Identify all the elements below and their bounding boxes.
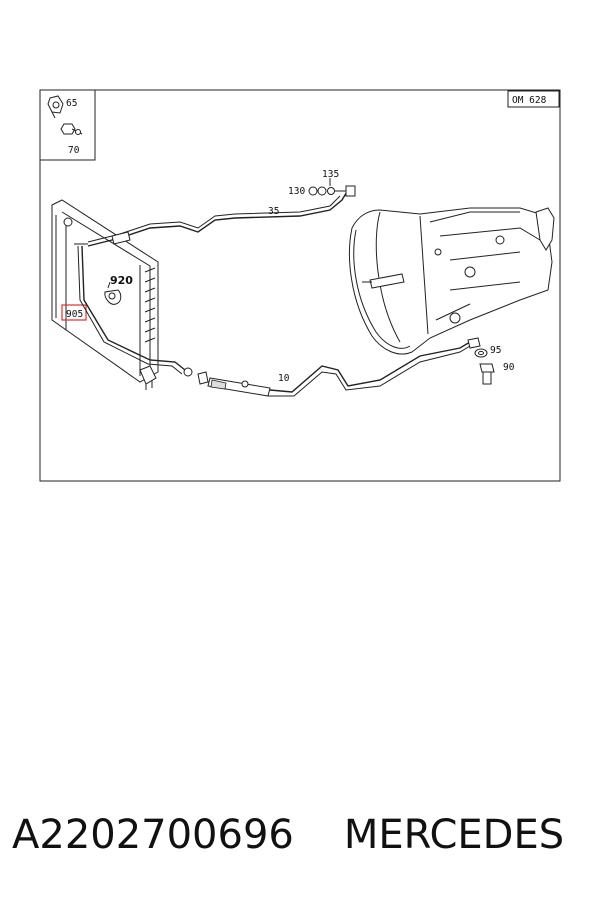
- callout-10: 10: [278, 373, 290, 384]
- callout-135: 135: [322, 169, 339, 180]
- callout-65: 65: [66, 98, 77, 109]
- banjo-fitting: [308, 178, 356, 197]
- callout-130: 130: [288, 186, 305, 197]
- hollow-bolt: [479, 363, 495, 385]
- cooler-line-10: [77, 245, 481, 397]
- oil-cooler: [51, 199, 159, 390]
- inset-box: 65 70: [40, 90, 96, 161]
- transmission: [348, 207, 555, 355]
- callout-95: 95: [490, 345, 501, 356]
- callout-90: 90: [503, 362, 515, 373]
- engine-code-box: OM 628: [507, 90, 560, 108]
- engine-code-label: OM 628: [512, 95, 547, 106]
- diagram-frame: [39, 89, 561, 482]
- callout-70: 70: [68, 145, 80, 156]
- bolt-icon: [60, 123, 83, 135]
- callout-35: 35: [268, 206, 279, 217]
- parts-diagram: OM 628 65 70 92: [39, 89, 561, 482]
- sealing-washer: [474, 348, 488, 358]
- callout-905: 905: [66, 309, 83, 320]
- caption-bar: A2202700696 MERCEDES: [12, 800, 592, 870]
- highlighted-callout: 905: [61, 304, 87, 321]
- cooler-line-35: [74, 189, 349, 247]
- part-number: A2202700696: [12, 812, 294, 858]
- clip-icon: [47, 95, 64, 119]
- callout-920: 920: [110, 274, 133, 287]
- brand-name: MERCEDES: [343, 812, 565, 858]
